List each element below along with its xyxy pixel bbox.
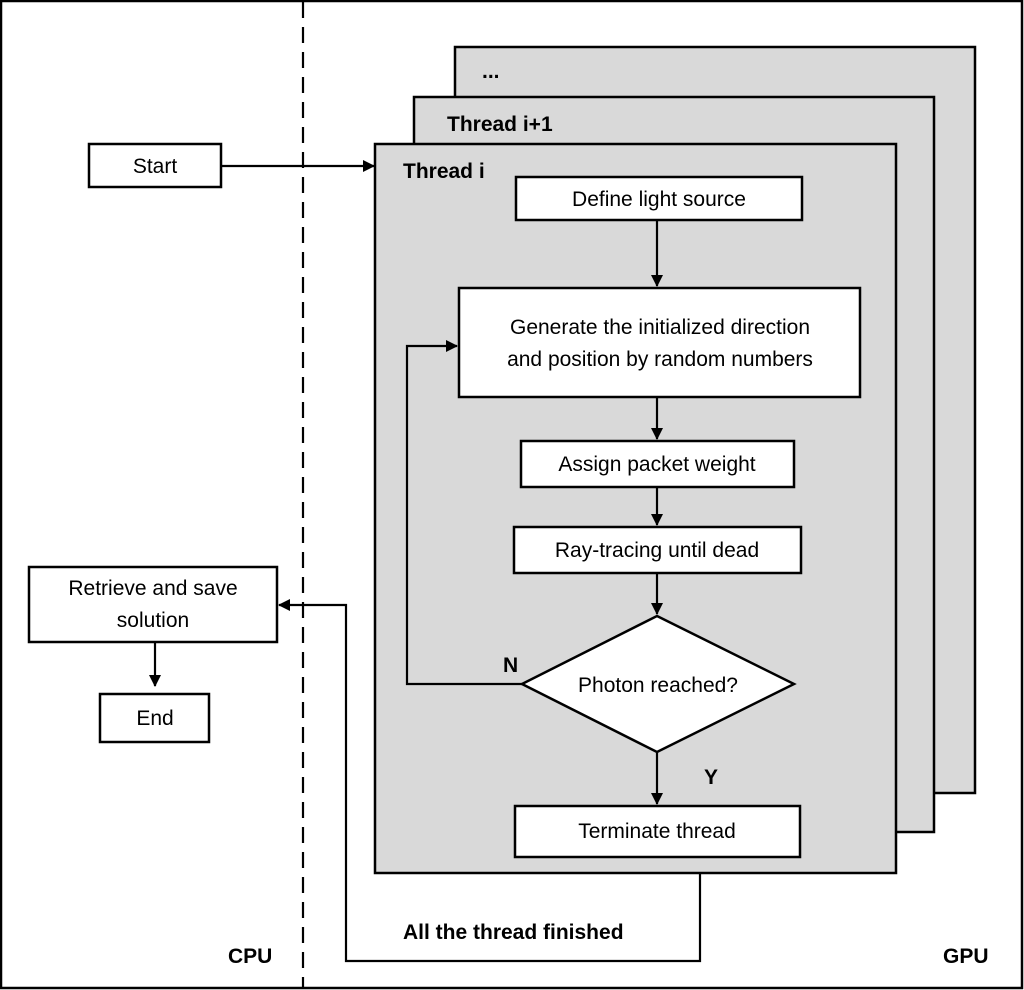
generate-node-label-line1: Generate the initialized direction <box>510 316 810 339</box>
edge-label-no: N <box>503 654 518 677</box>
edge-all-finished-return <box>278 599 702 963</box>
generate-node: Generate the initialized direction and p… <box>457 286 862 399</box>
end-node: End <box>98 692 211 744</box>
terminate-node-label: Terminate thread <box>578 820 736 843</box>
assign-weight-node: Assign packet weight <box>519 439 796 489</box>
terminate-node: Terminate thread <box>513 804 802 859</box>
define-light-node: Define light source <box>514 175 804 222</box>
define-light-node-label: Define light source <box>572 188 746 211</box>
thread-panel-front <box>373 142 898 875</box>
decision-node-label: Photon reached? <box>578 674 738 697</box>
edge-decision-no-loop <box>405 340 522 686</box>
thread-panel-back-label: ... <box>482 60 500 83</box>
edge-label-all-finished: All the thread finished <box>403 921 624 944</box>
cpu-region-label: CPU <box>228 945 272 968</box>
thread-panel-front-label: Thread i <box>403 160 485 183</box>
gpu-region-label: GPU <box>943 945 989 968</box>
thread-stack: ... Thread i+1 Thread i <box>373 45 977 875</box>
thread-panel-middle-label: Thread i+1 <box>447 113 553 136</box>
edge-label-yes: Y <box>704 766 718 789</box>
start-node-label: Start <box>133 155 178 178</box>
retrieve-node-label-line1: Retrieve and save <box>68 577 237 600</box>
start-node: Start <box>87 142 223 189</box>
retrieve-node-label-line2: solution <box>117 609 189 632</box>
end-node-label: End <box>136 707 173 730</box>
ray-tracing-node-label: Ray-tracing until dead <box>555 539 759 562</box>
assign-weight-node-label: Assign packet weight <box>558 453 755 476</box>
retrieve-node: Retrieve and save solution <box>27 565 279 644</box>
ray-tracing-node: Ray-tracing until dead <box>512 525 803 575</box>
generate-node-label-line2: and position by random numbers <box>507 348 813 371</box>
